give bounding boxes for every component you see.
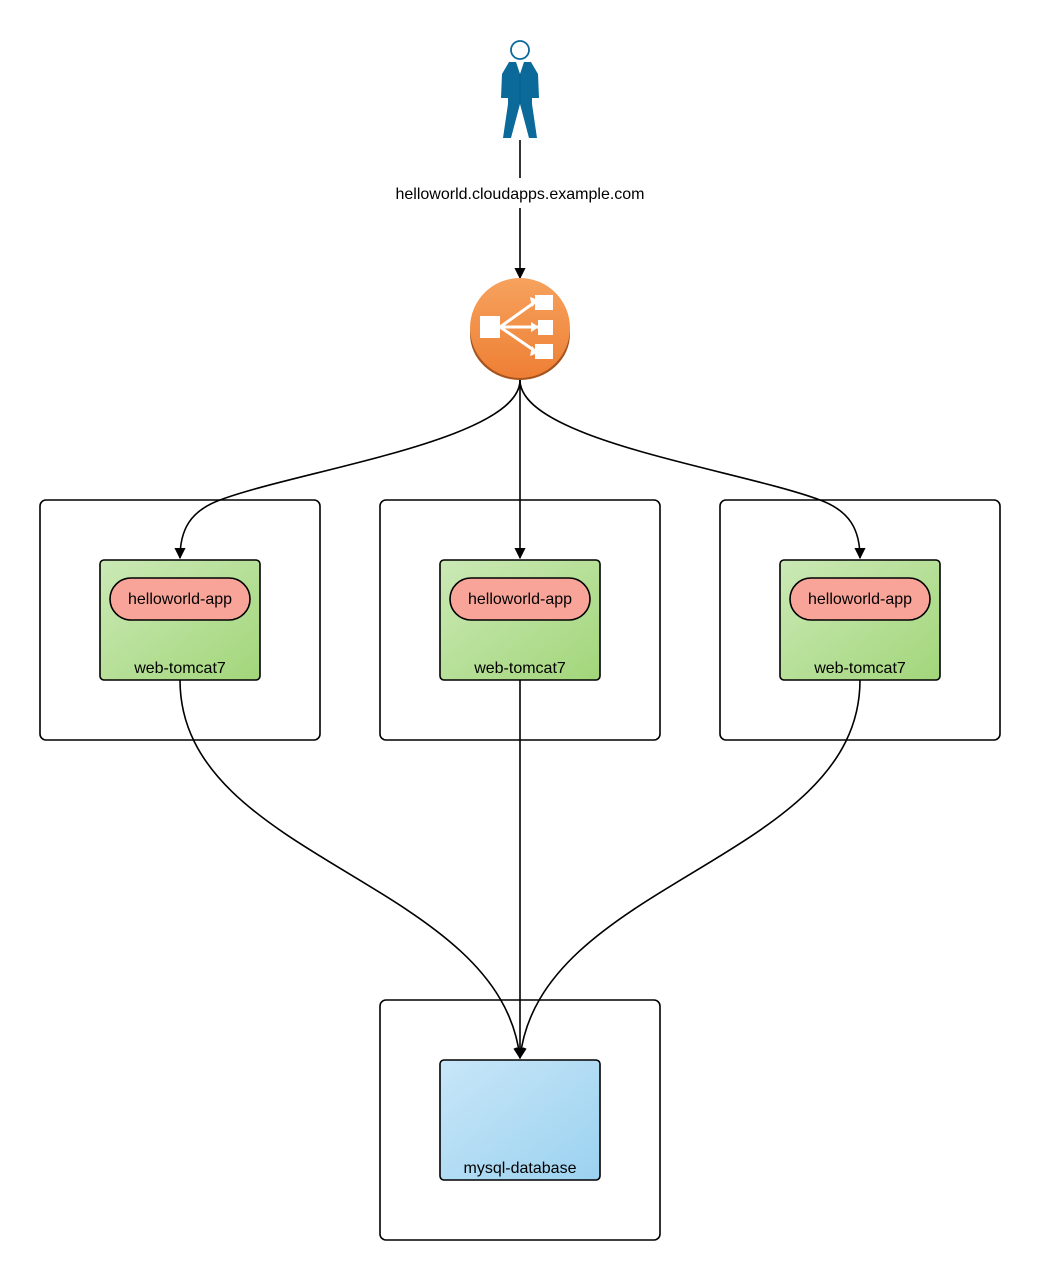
route-hostname: helloworld.cloudapps.example.com (395, 186, 644, 203)
load-balancer-icon (470, 278, 570, 380)
lb-to-web-left-arrow (174, 379, 521, 560)
database-container: mysql-database (439, 1059, 601, 1181)
app-pill-left (109, 577, 251, 621)
container-label-center: web-tomcat7 (473, 660, 566, 677)
app-label-left: helloworld-app (128, 591, 232, 608)
web-left-to-db-arrow (179, 679, 525, 1060)
container-label-right: web-tomcat7 (813, 660, 906, 677)
web-container-right: helloworld-app web-tomcat7 (779, 559, 941, 681)
host-box-database (379, 999, 661, 1241)
app-label-right: helloworld-app (808, 591, 912, 608)
web-container-left: helloworld-app web-tomcat7 (99, 559, 261, 681)
app-label-center: helloworld-app (468, 591, 572, 608)
lb-to-web-right-arrow (519, 379, 866, 560)
container-label-left: web-tomcat7 (133, 660, 226, 677)
web-container-center: helloworld-app web-tomcat7 (439, 559, 601, 681)
app-pill-right (789, 577, 931, 621)
host-box-left (39, 499, 321, 741)
user-icon (501, 40, 539, 138)
web-right-to-db-arrow (515, 679, 861, 1060)
host-box-right (719, 499, 1001, 741)
database-label: mysql-database (464, 1160, 577, 1177)
app-pill-center (449, 577, 591, 621)
